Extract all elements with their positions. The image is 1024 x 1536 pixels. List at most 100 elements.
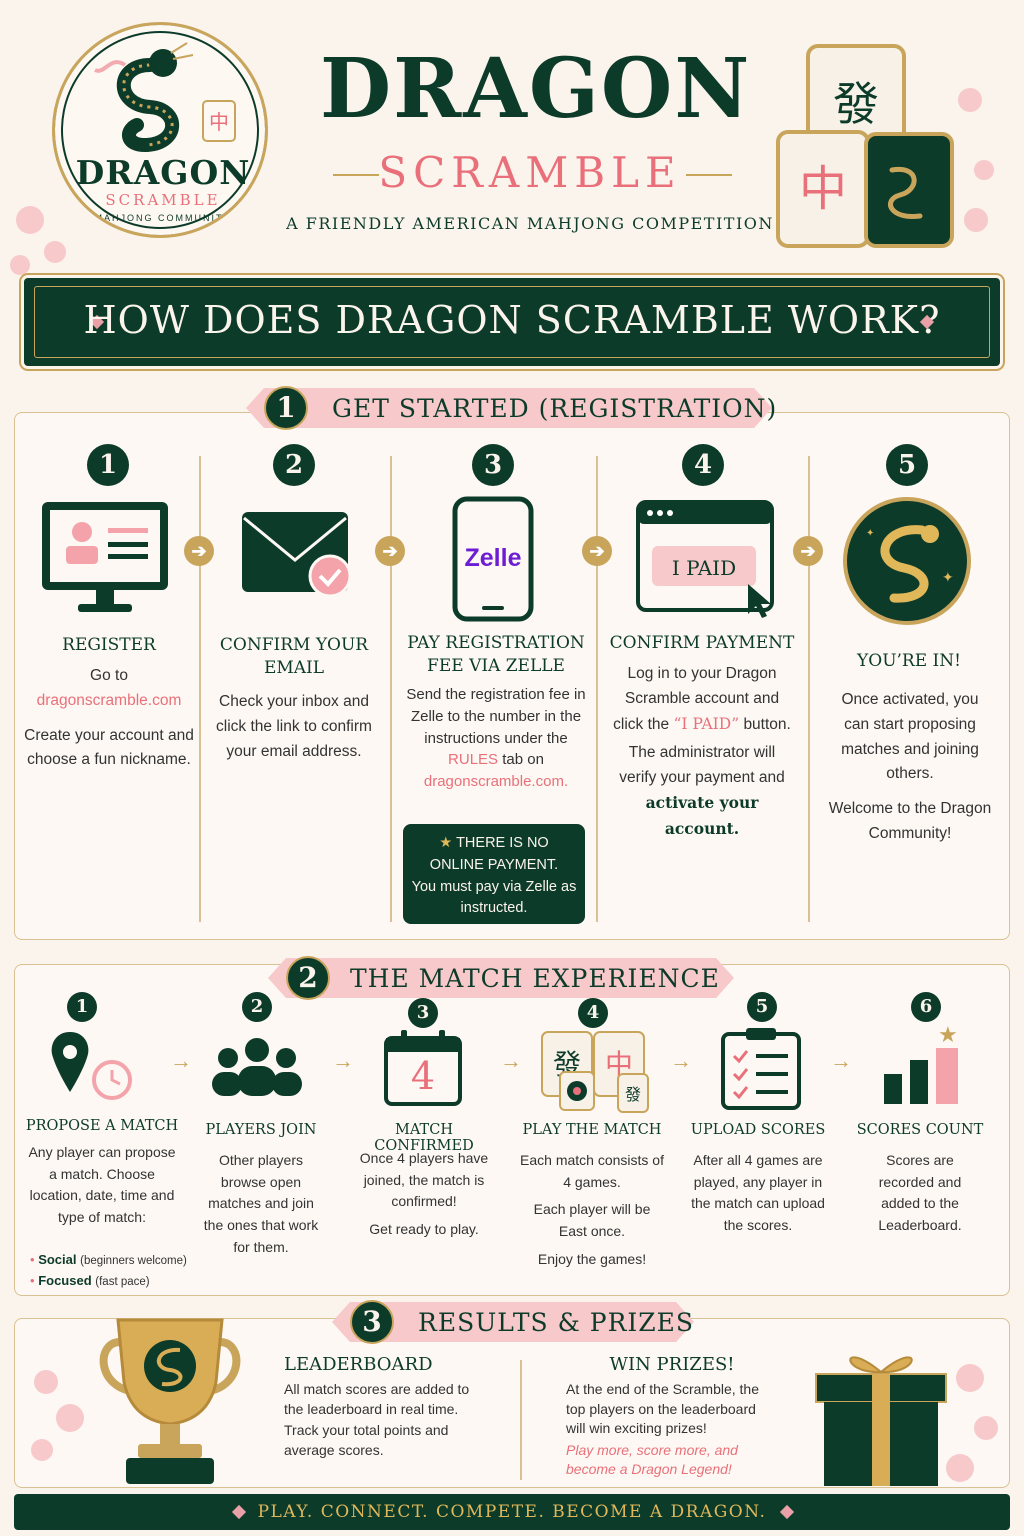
arrow-right-icon: → — [670, 1048, 692, 1073]
step-title: PLAYERS JOIN — [205, 1122, 317, 1138]
step-title: MATCH CONFIRMED — [374, 1122, 474, 1154]
section-title: RESULTS & PRIZES — [418, 1308, 695, 1337]
arrow-right-icon: → — [332, 1048, 354, 1073]
step-body: Once 4 players have joined, the match is… — [359, 1150, 489, 1238]
step-number: 3 — [472, 444, 514, 486]
arrow-right-icon: → — [830, 1048, 852, 1073]
section-number: 2 — [286, 956, 330, 1000]
step-title: PAY REGISTRATION FEE VIA ZELLE — [407, 633, 585, 676]
step-number: 1 — [87, 444, 129, 486]
cherry-blossom-icon — [31, 1370, 84, 1461]
arrow-right-icon: ➔ — [184, 536, 214, 566]
calendar-icon — [384, 1030, 462, 1106]
browser-window-icon — [636, 500, 774, 618]
svg-text:★: ★ — [938, 1022, 958, 1047]
step-body: Log in to your Dragon Scramble account a… — [613, 665, 791, 838]
players-group-icon — [212, 1038, 302, 1096]
arrow-right-icon: → — [170, 1048, 192, 1073]
step-title: UPLOAD SCORES — [690, 1122, 826, 1138]
svg-text:✦: ✦ — [866, 528, 874, 539]
step-number: 1 — [67, 992, 97, 1022]
step-number: 3 — [408, 998, 438, 1028]
section-ribbon — [332, 1302, 694, 1342]
step-body: After all 4 games are played, any player… — [691, 1152, 825, 1234]
gift-box-icon — [815, 1356, 998, 1486]
section-ribbon — [246, 388, 772, 428]
zelle-logo: Zelle — [464, 544, 522, 572]
section-number: 3 — [350, 1300, 394, 1344]
step-title: CONFIRM YOUR EMAIL — [219, 635, 369, 678]
step-body: Once activated, you can start proposing … — [828, 691, 992, 842]
arrow-right-icon: ➔ — [375, 536, 405, 566]
mahjong-tiles-icon: 發 中 發 — [541, 1031, 649, 1113]
cherry-blossom-icon — [10, 206, 66, 275]
mahjong-tiles-icon: 發 中 — [776, 44, 994, 248]
match-section — [14, 964, 1010, 1296]
step-title: PLAY THE MATCH — [522, 1122, 662, 1138]
section-number: 1 — [264, 386, 308, 430]
bar-chart-icon: ★ — [884, 1022, 958, 1104]
divider — [333, 174, 379, 176]
location-clock-icon — [51, 1032, 132, 1100]
step-number: 5 — [886, 444, 928, 486]
dragon-badge-icon: ✦✦ — [843, 497, 971, 625]
step-body: Other players browse open matches and jo… — [203, 1152, 319, 1255]
logo-title: DRAGON — [75, 153, 251, 192]
step-number: 2 — [242, 992, 272, 1022]
step-body: Check your inbox and click the link to c… — [216, 693, 372, 760]
section-title: GET STARTED (REGISTRATION) — [332, 394, 778, 423]
banner-title: HOW DOES DRAGON SCRAMBLE WORK? — [83, 298, 941, 342]
website-link[interactable]: dragonscramble.com — [36, 691, 182, 709]
prizes-title: WIN PRIZES! — [609, 1354, 735, 1375]
page-title: DRAGON — [320, 41, 752, 137]
section-ribbon — [268, 958, 734, 998]
i-paid-button[interactable]: I PAID — [671, 556, 737, 580]
list-item: • Focused (fast pace) — [30, 1272, 150, 1288]
svg-text:中: 中 — [799, 161, 847, 217]
logo: 中 DRAGON SCRAMBLE MAHJONG COMMUNITY — [52, 22, 268, 238]
footer-banner: PLAY. CONNECT. COMPETE. BECOME A DRAGON. — [14, 1494, 1010, 1530]
page-subtitle: SCRAMBLE — [378, 148, 682, 197]
how-it-works-banner: HOW DOES DRAGON SCRAMBLE WORK? — [24, 278, 1000, 366]
step-number: 6 — [911, 992, 941, 1022]
step-number: 5 — [747, 992, 777, 1022]
step-body: Send the registration fee in Zelle to th… — [406, 686, 586, 790]
logo-subtitle: SCRAMBLE — [105, 191, 221, 209]
svg-text:發: 發 — [625, 1085, 641, 1104]
arrow-right-icon: → — [500, 1048, 522, 1073]
arrow-right-icon: ➔ — [582, 536, 612, 566]
svg-text:發: 發 — [833, 77, 879, 131]
svg-text:✦: ✦ — [942, 569, 954, 585]
clipboard-checklist-icon — [721, 1028, 801, 1110]
payment-note: ★ THERE IS NO ONLINE PAYMENT. You must p… — [403, 824, 585, 924]
tagline: A FRIENDLY AMERICAN MAHJONG COMPETITION — [286, 214, 774, 233]
step-title: REGISTER — [62, 635, 156, 655]
step-title: PROPOSE A MATCH — [25, 1118, 179, 1134]
website-link[interactable]: dragonscramble.com. — [423, 773, 569, 790]
trophy-icon — [99, 1318, 241, 1484]
phone-icon — [452, 496, 534, 622]
leaderboard-body: All match scores are added to the leader… — [284, 1381, 470, 1458]
calendar-day: 4 — [410, 1054, 436, 1098]
divider — [686, 174, 732, 176]
list-item: • Social (beginners welcome) — [30, 1252, 187, 1267]
step-body: Scores are recorded and added to the Lea… — [878, 1152, 962, 1234]
step-number: 2 — [273, 444, 315, 486]
star-icon: ★ — [439, 835, 453, 851]
arrow-right-icon: ➔ — [793, 536, 823, 566]
dragon-logo-icon: 中 — [94, 42, 236, 152]
email-envelope-icon — [242, 512, 352, 598]
section-title: THE MATCH EXPERIENCE — [350, 964, 720, 993]
step-body: Any player can propose a match. Choose l… — [28, 1144, 176, 1226]
logo-community: MAHJONG COMMUNITY — [94, 213, 232, 223]
step-number: 4 — [682, 444, 724, 486]
step-number: 4 — [578, 998, 608, 1028]
step-title: YOU’RE IN! — [857, 651, 961, 671]
step-title: CONFIRM PAYMENT — [609, 633, 795, 653]
computer-profile-icon — [42, 502, 168, 612]
footer-text: PLAY. CONNECT. COMPETE. BECOME A DRAGON. — [257, 1502, 767, 1522]
prizes-body: At the end of the Scramble, the top play… — [566, 1381, 760, 1478]
step-body: Each match consists of 4 games. Each pla… — [520, 1152, 664, 1267]
